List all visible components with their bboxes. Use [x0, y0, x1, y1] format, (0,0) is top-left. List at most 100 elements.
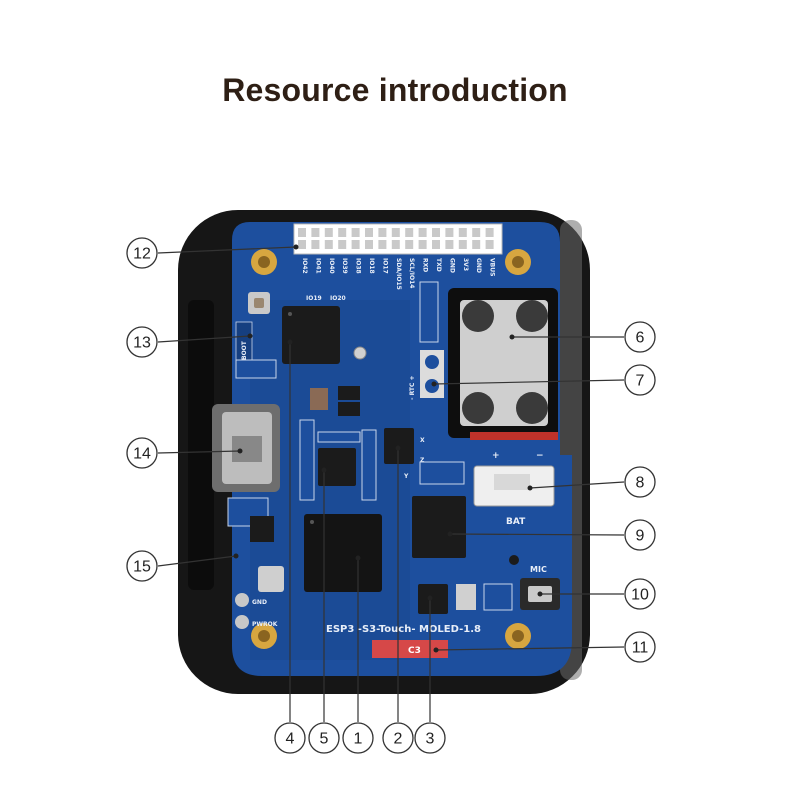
callout-2: 2: [382, 722, 414, 754]
callout-number: 7: [636, 373, 645, 390]
header-pin: [445, 240, 454, 249]
axis-y: Y: [403, 473, 409, 480]
header-pin: [298, 240, 306, 249]
callout-circle: [624, 519, 656, 551]
page-title: Resource introduction: [222, 72, 568, 108]
header-pin: [405, 228, 414, 237]
header-pin: [351, 228, 360, 237]
power-management-chip: [412, 496, 519, 565]
rtc-label: - RTC +: [409, 375, 416, 400]
header-pin: [365, 240, 373, 249]
callout-1: 1: [342, 722, 374, 754]
callout-circle: [624, 321, 656, 353]
bat-plus: +: [492, 451, 500, 461]
callout-8: 8: [624, 466, 656, 498]
audio-codec-chip: [318, 448, 356, 486]
header-pin: [418, 228, 427, 237]
callout-12: 12: [126, 237, 158, 269]
header-pin: [311, 240, 320, 249]
power-button-area: GND PWROK: [227, 497, 284, 629]
callout-circle: [414, 722, 446, 754]
callout-number: 8: [636, 475, 645, 492]
callout-circle: [126, 437, 158, 469]
battery-connector: + − BAT: [473, 451, 555, 527]
case-side-slot: [188, 300, 214, 590]
header-pin: [391, 228, 400, 237]
header-pin-label: IO17: [381, 258, 388, 274]
callout-number: 1: [354, 731, 363, 748]
header-pin: [485, 240, 494, 249]
bat-minus: −: [536, 451, 544, 461]
leader-lines: [157, 246, 625, 722]
header-pin: [324, 228, 333, 237]
callout-circle: [342, 722, 374, 754]
header-pin: [485, 228, 494, 237]
header-pin-label: RXD: [422, 258, 429, 272]
callout-number: 5: [320, 731, 329, 748]
header-pin-label: IO41: [314, 258, 321, 274]
header-pin-label: IO42: [301, 258, 308, 274]
callout-10: 10: [624, 578, 656, 610]
callout-circle: [274, 722, 306, 754]
c3-label: C3: [408, 646, 421, 656]
header-pin: [445, 228, 454, 237]
header-pin: [378, 228, 387, 237]
callout-14: 14: [126, 437, 158, 469]
callout-number: 3: [426, 731, 435, 748]
callout-circle: [308, 722, 340, 754]
header-pin: [351, 240, 360, 249]
header-pin: [311, 228, 320, 237]
header-pin-label: TXD: [435, 258, 442, 272]
header-pin: [378, 240, 387, 249]
callout-number: 12: [133, 246, 151, 263]
header-pin-label: IO39: [341, 258, 348, 274]
callout-number: 11: [632, 640, 649, 657]
callout-circle: [126, 237, 158, 269]
mic-label: MIC: [530, 565, 547, 574]
callout-11: 11: [624, 631, 656, 663]
callout-7: 7: [624, 364, 656, 396]
callout-circle: [126, 326, 158, 358]
pwr-label: PWROK: [252, 621, 278, 628]
callout-13: 13: [126, 326, 158, 358]
header-pin: [418, 240, 427, 249]
boot-label: BOOT: [241, 340, 248, 360]
header-pin: [432, 228, 440, 237]
callout-15: 15: [126, 550, 158, 582]
callout-circle: [624, 578, 656, 610]
callout-number: 2: [394, 731, 403, 748]
header-pin: [338, 228, 347, 237]
esp32-s3-chip: [304, 514, 382, 592]
rtc-battery-holder: [448, 288, 558, 440]
touch-chip: [282, 306, 340, 364]
header-pin: [472, 228, 481, 237]
callout-number: 14: [133, 446, 151, 463]
callout-number: 6: [636, 330, 645, 347]
flash-chip: [418, 583, 513, 614]
callout-3: 3: [414, 722, 446, 754]
callout-circle: [382, 722, 414, 754]
header-pin: [391, 240, 400, 249]
callout-circle: [126, 550, 158, 582]
usb-c-port: [212, 404, 280, 492]
header-pin: [472, 240, 481, 249]
axis-z: Z: [420, 457, 425, 464]
callout-number: 15: [133, 559, 151, 576]
header-pin: [298, 228, 306, 237]
io-label-a: IO19: [306, 295, 322, 302]
header-pin-label: 3V3: [462, 258, 469, 271]
smd-components: [235, 281, 439, 501]
header-pin-label: GND: [448, 258, 455, 273]
callout-number: 9: [636, 528, 645, 545]
board-model-label: ESP3 -S3-Touch- MOLED-1.8: [326, 624, 481, 635]
boot-button: BOOT: [235, 292, 270, 367]
header-pin-label: GND: [475, 258, 482, 273]
test-point: [353, 346, 367, 360]
callout-circle: [624, 631, 656, 663]
header-pin: [324, 240, 333, 249]
header-pin: [365, 228, 373, 237]
header-pin-label: SCL/IO14: [408, 258, 415, 288]
